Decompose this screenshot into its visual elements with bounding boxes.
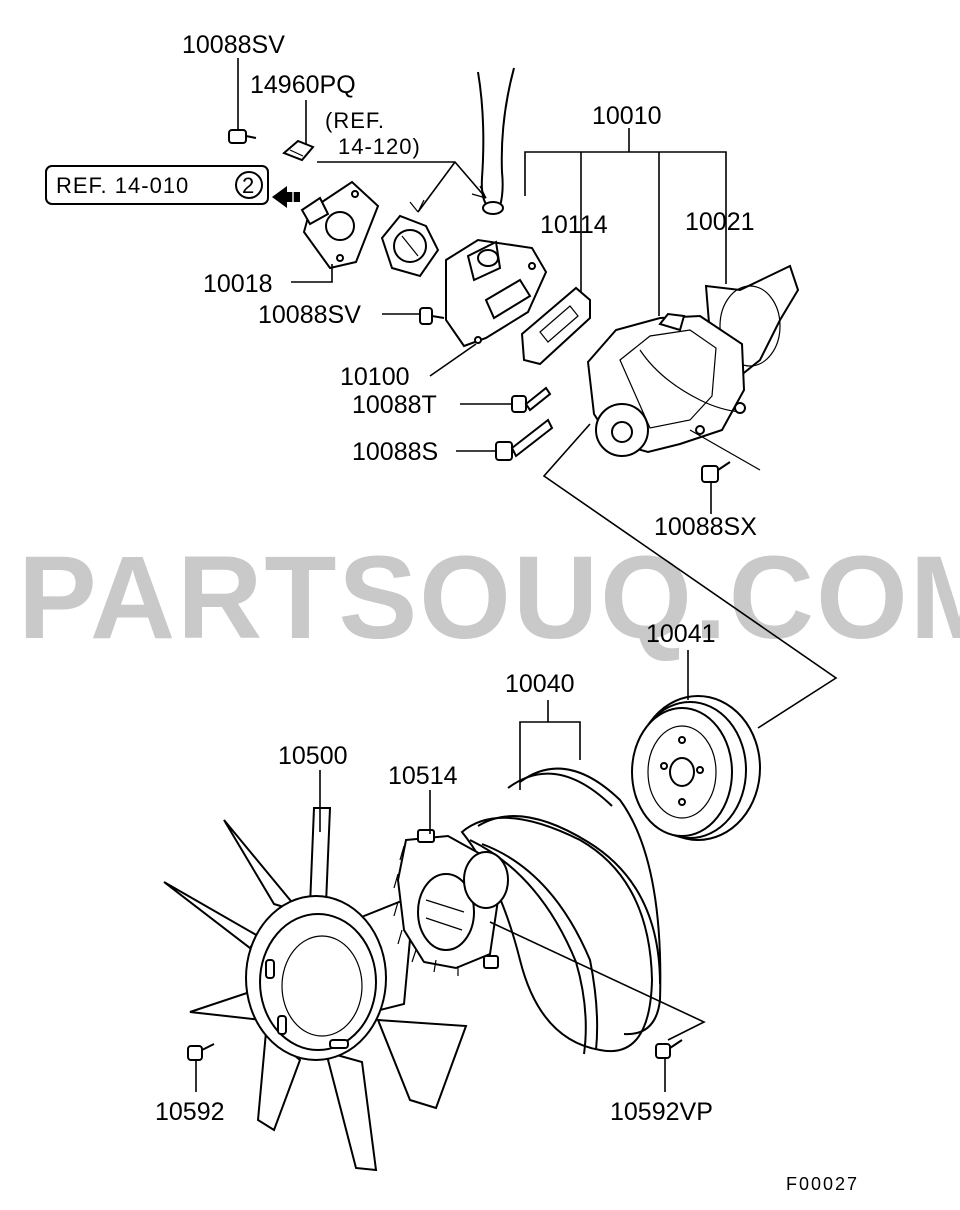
direction-arrow-icon [272,186,300,208]
bolt-10088s[interactable] [495,418,554,461]
watermark: PARTSOUQ.COM [18,532,960,664]
label-10114: 10114 [540,211,608,239]
clip-14960pq[interactable] [282,139,315,162]
label-10018: 10018 [203,270,273,298]
label-10041: 10041 [646,620,716,648]
label-10100: 10100 [340,363,410,391]
thermostat-cover-10018[interactable] [300,180,380,270]
label-10592vp: 10592VP [610,1098,713,1126]
bolt-10088sv-mid[interactable] [419,307,445,325]
reference-note-line2: 14-120) [338,134,421,159]
hose [477,67,515,215]
label-10514: 10514 [388,762,458,790]
label-10040: 10040 [505,670,575,698]
bolt-10592[interactable] [187,1043,215,1061]
label-10088sx: 10088SX [654,513,757,541]
label-10088sv-mid: 10088SV [258,301,361,329]
reference-box[interactable]: REF. 14-010 2 [45,165,269,205]
bolt-10088sx[interactable] [701,461,731,483]
water-pump[interactable] [586,312,746,457]
bolt-10088t[interactable] [511,386,552,413]
label-10088sv-top: 10088SV [182,31,285,59]
pulley-10041[interactable] [631,695,761,841]
reference-note-line1: (REF. [325,108,385,133]
bolt-10088sv-top[interactable] [228,129,257,144]
gasket-10114[interactable] [520,286,591,366]
thermostat-case-10100[interactable] [445,238,548,348]
label-10010: 10010 [592,102,662,130]
fan-clutch-10514[interactable] [393,829,509,976]
label-10592: 10592 [155,1098,225,1126]
bolt-10592vp[interactable] [655,1039,683,1059]
label-10021: 10021 [685,208,755,236]
label-10088t: 10088T [352,391,437,419]
thermostat[interactable] [380,214,440,278]
label-10088s: 10088S [352,438,438,466]
cooling-fan-10500[interactable] [163,807,468,1172]
belt-10040[interactable] [460,767,662,1055]
reference-box-text: REF. 14-010 [56,173,189,198]
label-14960pq: 14960PQ [250,71,356,99]
reference-box-circled-number: 2 [242,173,255,198]
label-10500: 10500 [278,742,348,770]
diagram-code: F00027 [786,1174,859,1194]
